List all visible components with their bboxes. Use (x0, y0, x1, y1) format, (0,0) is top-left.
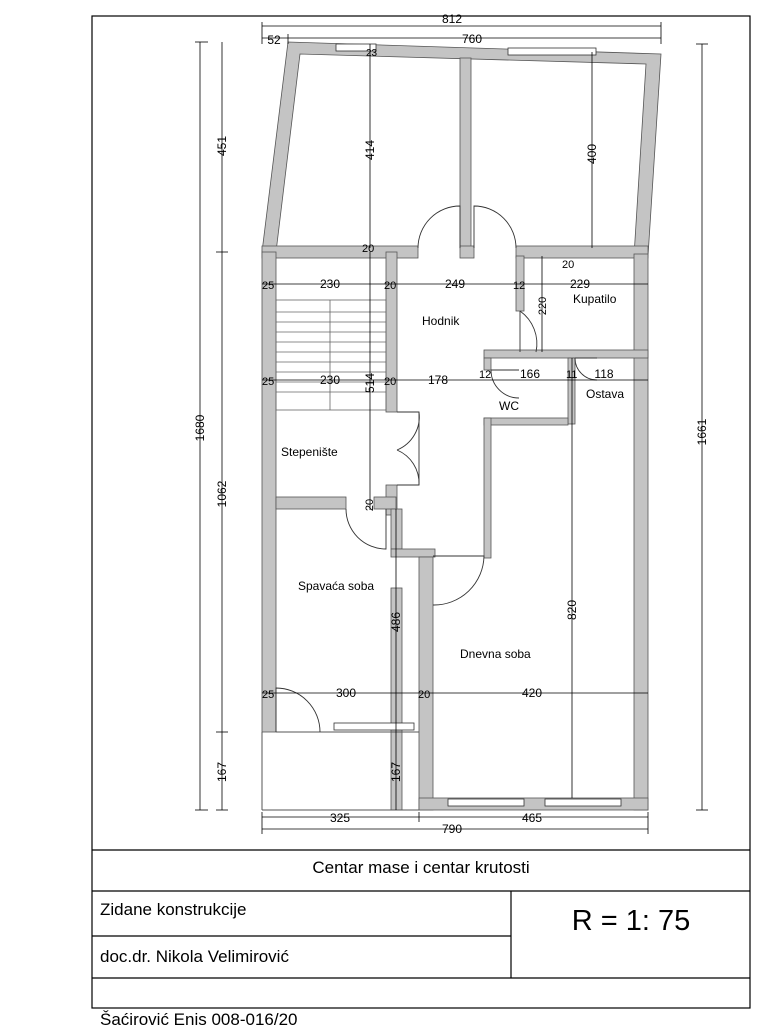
student-name: Šaćirović Enis 008-016/20 (100, 1010, 298, 1029)
dim-row1-20: 20 (384, 280, 396, 292)
windows (333, 43, 622, 807)
door-wc (490, 369, 520, 399)
door-balcony (275, 687, 321, 733)
dim-spav-486: 486 (389, 612, 403, 632)
drawing-title: Centar mase i centar krutosti (312, 858, 530, 877)
dim-row2-20: 20 (384, 376, 396, 388)
door-top-right (473, 205, 517, 249)
room-dnevna-soba: Dnevna soba (460, 647, 531, 661)
dimension-lines (195, 22, 708, 834)
dim-row3-420: 420 (522, 686, 542, 700)
door-living (432, 555, 485, 606)
wall-wc-ostava (567, 357, 576, 425)
dim-row1-249: 249 (445, 277, 465, 291)
wall-h-550 (390, 548, 436, 558)
dim-room-height-left: 414 (363, 140, 377, 160)
dim-wall-20-top: 20 (362, 243, 374, 255)
dim-wall-23: 23 (366, 48, 378, 59)
dim-row1-230: 230 (320, 277, 340, 291)
dim-row2-118: 118 (594, 367, 613, 381)
room-labels: Hodnik Kupatilo WC Ostava Stepenište Spa… (281, 292, 624, 661)
room-spavaca-soba: Spavaća soba (298, 579, 374, 593)
dim-row2-166: 166 (520, 367, 540, 381)
dim-bottom-465: 465 (522, 811, 542, 825)
dim-left-total: 1680 (193, 414, 207, 441)
dim-row3-20: 20 (418, 689, 430, 701)
dim-right-total: 1661 (695, 418, 709, 445)
window-living-2 (544, 798, 622, 807)
door-bedroom (345, 508, 387, 550)
walls (261, 41, 662, 811)
dim-left-bottom: 167 (215, 762, 229, 782)
author-name: doc.dr. Nikola Velimirović (100, 947, 289, 966)
dim-left-lower: 1062 (215, 480, 229, 507)
dim-top-inner: 760 (462, 32, 482, 46)
door-top-left (417, 205, 461, 249)
room-ostava: Ostava (586, 387, 624, 401)
wall-h-248-right (515, 245, 649, 259)
sheet-frame (91, 15, 751, 1009)
window-bedroom (333, 722, 415, 731)
dimension-labels: 812 52 760 23 451 1680 1062 167 1661 414… (193, 12, 709, 836)
dim-row2-12: 12 (479, 369, 491, 381)
window-top-left (335, 43, 377, 52)
dim-row3-300: 300 (336, 686, 356, 700)
dim-bottom-325: 325 (330, 811, 350, 825)
dim-row1-25: 25 (262, 280, 274, 292)
dim-room-height-right: 400 (585, 144, 599, 164)
dim-left-upper: 451 (215, 136, 229, 156)
dim-row1-229: 229 (570, 277, 590, 291)
wall-stair-bottom (275, 496, 347, 510)
dim-bottom-790: 790 (442, 822, 462, 836)
dim-top-offset: 52 (267, 33, 281, 47)
wall-left-outer (261, 251, 277, 733)
wall-stair-bottom-r (373, 496, 397, 510)
course-name: Zidane konstrukcije (100, 900, 247, 919)
door-stair-1 (396, 411, 420, 451)
drawing-scale: R = 1: 75 (571, 905, 691, 937)
dim-row2-178: 178 (428, 373, 448, 387)
dim-row2-230: 230 (320, 373, 340, 387)
window-living-1 (447, 798, 525, 807)
dim-row3-25: 25 (262, 689, 274, 701)
door-stair-2 (396, 449, 420, 486)
room-stepeniste: Stepenište (281, 445, 338, 459)
dim-kup-220: 220 (537, 297, 549, 315)
dim-row2-25: 25 (262, 376, 274, 388)
wall-h-248-mid (459, 245, 475, 259)
balcony-outline (261, 731, 419, 811)
room-kupatilo: Kupatilo (573, 292, 617, 306)
dim-top-total: 812 (442, 12, 462, 26)
dim-wall-20-stair: 20 (364, 499, 376, 511)
door-kupatilo (519, 310, 538, 353)
dim-inner-167: 167 (389, 762, 403, 782)
room-hodnik: Hodnik (422, 314, 460, 328)
stair-treads (275, 299, 387, 411)
wall-wc-bottom (483, 417, 569, 426)
wall-bedroom-right (390, 508, 403, 550)
wall-top-middle (459, 57, 472, 249)
wall-right-outer (633, 253, 649, 811)
dim-wall-20-kup: 20 (562, 259, 574, 271)
wall-h-352 (483, 349, 649, 359)
dim-stair-514: 514 (363, 373, 377, 393)
wall-corridor-right (483, 417, 492, 559)
dim-row2-11: 11 (566, 369, 577, 381)
doors (275, 205, 598, 733)
window-top-right (507, 47, 597, 56)
wall-living-left (418, 556, 434, 811)
room-wc: WC (499, 399, 519, 413)
dim-row1-12: 12 (513, 280, 525, 292)
wall-stair-right (385, 251, 398, 413)
wall-wc-left (483, 357, 492, 371)
dim-dnev-820: 820 (565, 600, 579, 620)
